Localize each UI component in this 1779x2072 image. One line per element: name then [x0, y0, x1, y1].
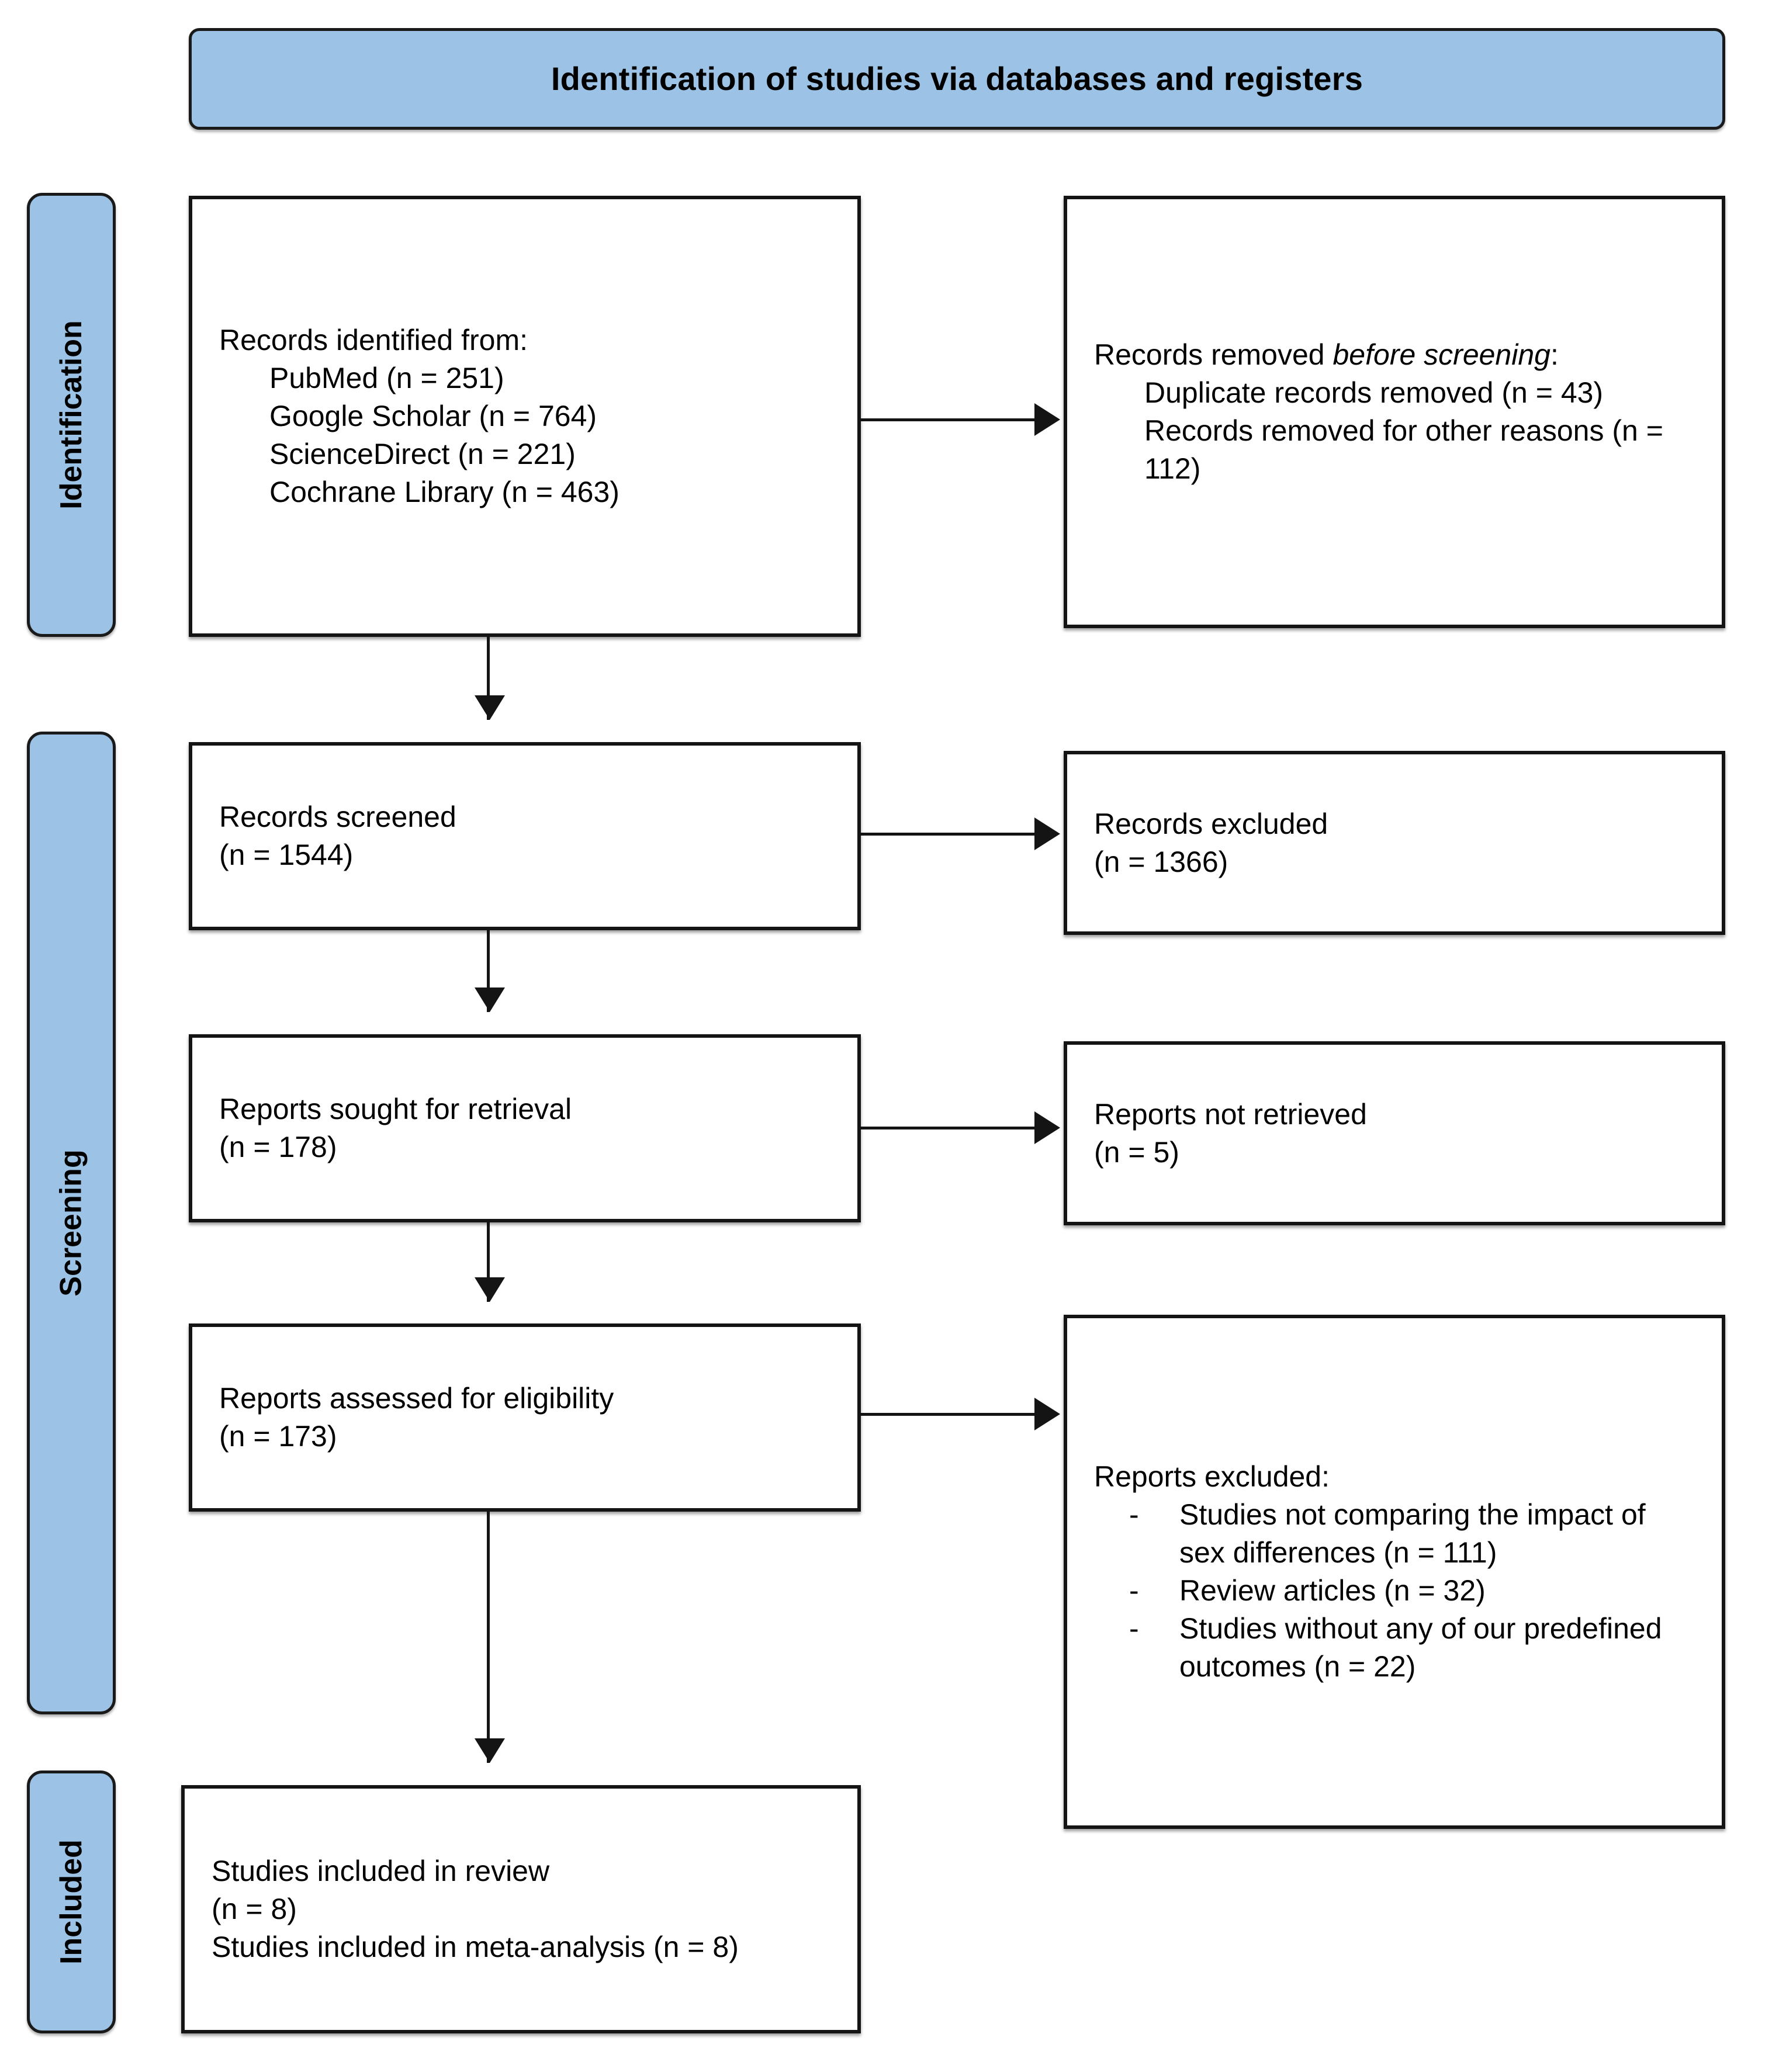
records-removed-heading-suffix: : [1550, 338, 1559, 371]
box-reports-not-retrieved: Reports not retrieved (n = 5) [1064, 1041, 1725, 1225]
records-excluded-count: (n = 1366) [1094, 845, 1228, 878]
connector-assessed-to-reports-excluded [861, 1413, 1036, 1416]
arrowhead-right-icon [1034, 1398, 1060, 1430]
records-identified-source-google-scholar: Google Scholar (n = 764) [269, 400, 597, 432]
reports-excluded-reason-not-comparing-sex-differences: Studies not comparing the impact of sex … [1179, 1498, 1646, 1569]
reports-sought-count: (n = 178) [219, 1131, 337, 1163]
arrowhead-down-icon [475, 695, 505, 720]
records-screened-count: (n = 1544) [219, 838, 354, 871]
reports-excluded-reason-list: - Studies not comparing the impact of se… [1094, 1496, 1695, 1686]
records-removed-item-duplicates: Duplicate records removed (n = 43) [1144, 376, 1604, 409]
box-records-excluded: Records excluded (n = 1366) [1064, 751, 1725, 935]
reports-excluded-reason-item: - Review articles (n = 32) [1094, 1572, 1695, 1610]
arrowhead-right-icon [1034, 1111, 1060, 1144]
connector-sought-to-assessed [487, 1222, 490, 1302]
records-identified-source-sciencedirect: ScienceDirect (n = 221) [269, 438, 576, 470]
records-excluded-label: Records excluded [1094, 807, 1328, 840]
box-records-screened: Records screened (n = 1544) [189, 742, 861, 930]
dash-bullet-icon: - [1129, 1612, 1139, 1645]
reports-not-retrieved-label: Reports not retrieved [1094, 1097, 1367, 1131]
records-screened-label: Records screened [219, 801, 456, 833]
reports-assessed-count: (n = 173) [219, 1420, 337, 1453]
connector-identified-to-removed [861, 418, 1036, 421]
stage-label-screening-text: Screening [54, 1149, 89, 1297]
arrowhead-down-icon [475, 988, 505, 1012]
studies-included-review-count: (n = 8) [212, 1893, 297, 1925]
dash-bullet-icon: - [1129, 1574, 1139, 1607]
arrowhead-down-icon [475, 1738, 505, 1763]
box-records-removed-before-screening: Records removed before screening: Duplic… [1064, 196, 1725, 628]
records-removed-heading-italic: before screening [1332, 338, 1550, 371]
reports-not-retrieved-count: (n = 5) [1094, 1135, 1179, 1169]
box-reports-sought-for-retrieval: Reports sought for retrieval (n = 178) [189, 1034, 861, 1222]
diagram-header-banner: Identification of studies via databases … [189, 28, 1725, 130]
arrowhead-right-icon [1034, 403, 1060, 436]
records-identified-source-pubmed: PubMed (n = 251) [269, 362, 504, 394]
box-reports-excluded-reasons: Reports excluded: - Studies not comparin… [1064, 1315, 1725, 1829]
records-identified-source-cochrane-library: Cochrane Library (n = 463) [269, 476, 619, 508]
records-removed-item-other-reasons: Records removed for other reasons (n = 1… [1144, 414, 1671, 485]
stage-label-identification-text: Identification [54, 320, 88, 510]
box-reports-assessed-for-eligibility: Reports assessed for eligibility (n = 17… [189, 1323, 861, 1512]
diagram-title: Identification of studies via databases … [551, 60, 1363, 98]
records-identified-heading: Records identified from: [219, 324, 528, 356]
arrowhead-down-icon [475, 1277, 505, 1302]
reports-assessed-label: Reports assessed for eligibility [219, 1382, 614, 1415]
reports-sought-label: Reports sought for retrieval [219, 1093, 572, 1125]
connector-screened-to-excluded [861, 833, 1036, 836]
dash-bullet-icon: - [1129, 1498, 1139, 1531]
connector-identified-to-screened [487, 637, 490, 720]
stage-label-included-text: Included [54, 1839, 89, 1964]
reports-excluded-reason-no-predefined-outcomes: Studies without any of our predefined ou… [1179, 1612, 1662, 1683]
reports-excluded-reason-review-articles: Review articles (n = 32) [1179, 1574, 1486, 1607]
reports-excluded-reason-item: - Studies without any of our predefined … [1094, 1610, 1695, 1686]
studies-included-review-label: Studies included in review [212, 1855, 550, 1887]
records-removed-heading-plain: Records removed [1094, 338, 1333, 371]
connector-assessed-to-included [487, 1512, 490, 1763]
stage-label-included: Included [27, 1770, 116, 2033]
records-removed-heading: Records removed before screening: [1094, 336, 1695, 374]
connector-sought-to-not-retrieved [861, 1127, 1036, 1129]
reports-excluded-heading: Reports excluded: [1094, 1460, 1330, 1493]
box-studies-included: Studies included in review (n = 8) Studi… [181, 1785, 861, 2033]
reports-excluded-reason-item: - Studies not comparing the impact of se… [1094, 1496, 1695, 1572]
connector-screened-to-sought [487, 930, 490, 1012]
arrowhead-right-icon [1034, 817, 1060, 850]
studies-included-meta-analysis: Studies included in meta-analysis (n = 8… [212, 1931, 739, 1963]
box-records-identified: Records identified from: PubMed (n = 251… [189, 196, 861, 637]
stage-label-identification: Identification [27, 193, 116, 637]
stage-label-screening: Screening [27, 732, 116, 1714]
